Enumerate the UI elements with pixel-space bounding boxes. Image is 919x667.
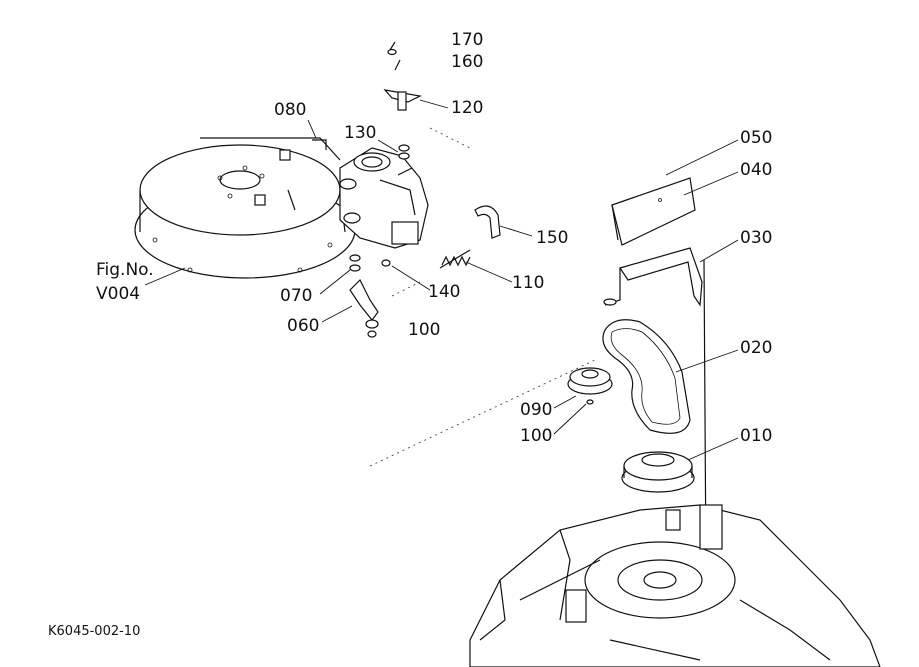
callout-140: 140 xyxy=(428,282,461,302)
callout-080: 080 xyxy=(274,100,307,120)
spring-110 xyxy=(439,249,471,269)
washer-070 xyxy=(349,264,361,272)
drive-pulley-010 xyxy=(621,451,695,493)
shaft-assembly-120 xyxy=(383,41,422,111)
assembly-line-a xyxy=(429,127,471,149)
gearbox-cover-plate xyxy=(134,137,356,279)
callout-060: 060 xyxy=(287,316,320,336)
callout-010: 010 xyxy=(740,426,773,446)
callout-170: 170 xyxy=(451,30,484,50)
gearbox-housing xyxy=(339,147,429,249)
leader-lines xyxy=(144,99,739,461)
washer-stack-130 xyxy=(398,144,410,160)
callout-120: 120 xyxy=(451,98,484,118)
assembly-line-c xyxy=(391,281,421,297)
callout-160: 160 xyxy=(451,52,484,72)
figure-ref-label: Fig.No. xyxy=(96,260,154,280)
callout-110: 110 xyxy=(512,273,545,293)
idler-pulley-090 xyxy=(567,367,613,405)
callout-040: 040 xyxy=(740,160,773,180)
belt-cover-040 xyxy=(611,177,696,246)
nut-140 xyxy=(381,259,391,267)
lever-060 xyxy=(349,278,379,338)
bent-tube-150 xyxy=(474,205,501,239)
callout-050: 050 xyxy=(740,128,773,148)
callout-130: 130 xyxy=(344,123,377,143)
callout-070: 070 xyxy=(280,286,313,306)
figure-ref-number: V004 xyxy=(96,284,141,304)
v-belt-020 xyxy=(602,319,691,434)
callout-090: 090 xyxy=(520,400,553,420)
callout-020: 020 xyxy=(740,338,773,358)
callout-150: 150 xyxy=(536,228,569,248)
drawing-code: K6045-002-10 xyxy=(48,624,141,639)
callout-100-lower: 100 xyxy=(520,426,553,446)
callout-030: 030 xyxy=(740,228,773,248)
washer-070b xyxy=(349,254,361,262)
mower-deck xyxy=(469,504,881,667)
callout-100-upper: 100 xyxy=(408,320,441,340)
assembly-line-b xyxy=(369,359,596,467)
